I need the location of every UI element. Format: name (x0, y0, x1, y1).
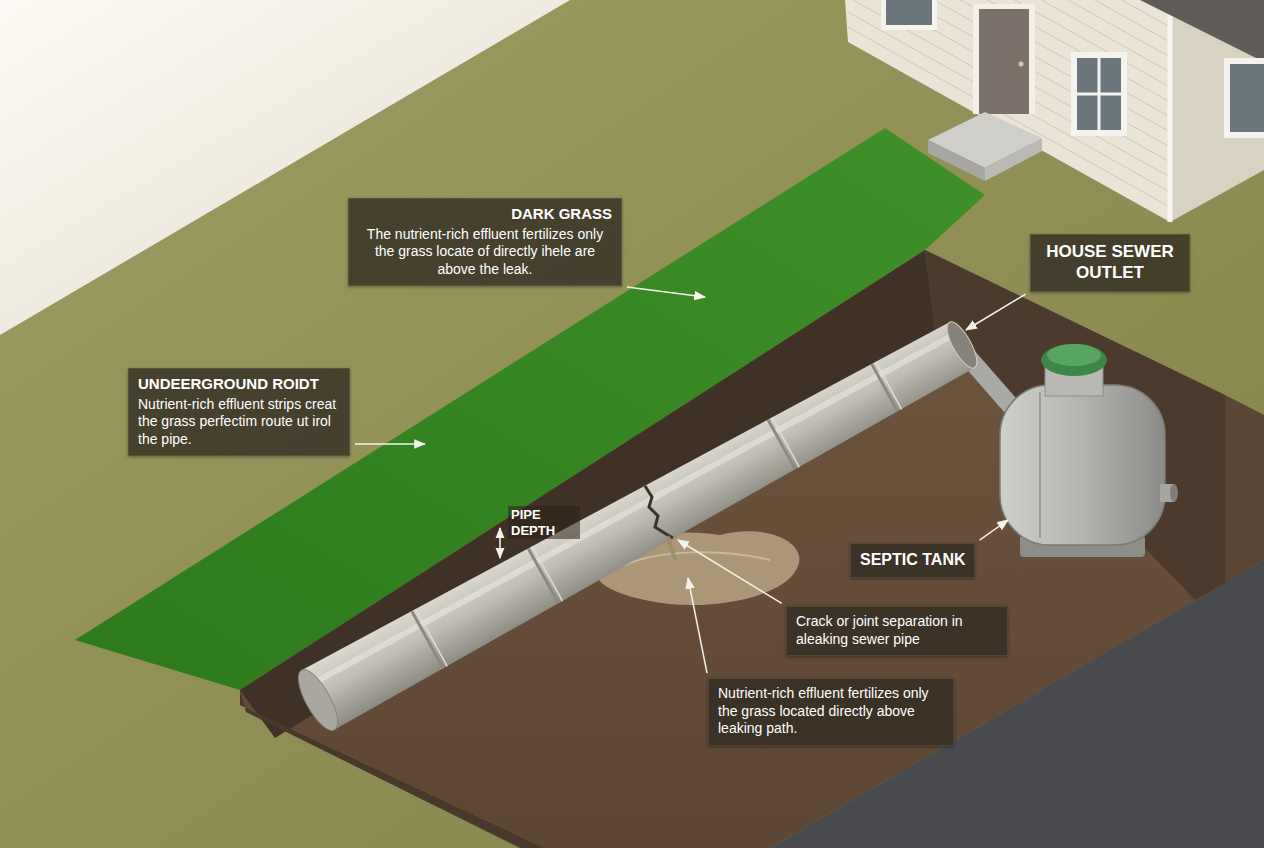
pipe-open-end (942, 318, 983, 372)
callout-box: Crack or joint separation in aleaking se… (786, 606, 1008, 656)
callout-heading: SEPTIC TANK (860, 550, 965, 570)
sewer-pipe (302, 322, 975, 730)
tank-outlet-end (1170, 484, 1178, 502)
window-muntin (1077, 58, 1121, 130)
pipe-end-cap (291, 664, 345, 735)
house-siding (848, 0, 1170, 207)
house-window-glass (1077, 58, 1121, 130)
callout-box: SEPTIC TANK (850, 543, 975, 578)
pipe-crack (645, 486, 673, 538)
leader-line (966, 294, 1026, 330)
house-window-frame (1224, 58, 1264, 138)
tank-body (1000, 385, 1165, 545)
leader-group (355, 287, 1026, 673)
callout-text: Nutrient-rich effluent strips creat the … (138, 396, 340, 449)
leader-line (688, 578, 707, 673)
trench-floor (240, 250, 1225, 848)
dimension-label: PIPE DEPTH (508, 506, 580, 539)
tank-lid (1041, 344, 1107, 376)
callout-text: Nutrient-rich effluent fertilizes only t… (718, 685, 944, 738)
effluent-drip (668, 536, 676, 560)
house-corner-trim (1168, 0, 1173, 222)
puddle-shine (625, 552, 770, 565)
door-frame (973, 4, 1035, 114)
depth-arrow (499, 528, 501, 558)
callout-box: DARK GRASS The nutrient-rich effluent fer… (348, 198, 622, 286)
house-window-frame (881, 0, 937, 30)
house-window-glass (886, 0, 932, 25)
callout-box: Nutrient-rich effluent fertilizes only t… (708, 678, 954, 746)
leader-line (678, 540, 782, 603)
house-front-wall (845, 0, 1170, 222)
door-knob (1019, 62, 1024, 67)
callout-box: UNDEERGROUND ROIDT Nutrient-rich effluent… (128, 368, 350, 456)
leader-line (355, 443, 425, 445)
callout-box: HOUSE SEWER OUTLET (1030, 234, 1190, 292)
callout-text: The nutrient-rich effluent fertilizes on… (358, 226, 612, 279)
house-step-face (985, 138, 1042, 181)
callout-heading: HOUSE SEWER OUTLET (1040, 241, 1180, 284)
tank-rib (1040, 392, 1125, 538)
house-roof (1140, 0, 1264, 62)
house-step-face (928, 140, 985, 181)
tank-lid-top (1047, 344, 1101, 366)
leader-line (980, 520, 1008, 540)
trench-edge (240, 690, 545, 848)
leader-line (627, 287, 705, 297)
soil-cut-face (1225, 395, 1264, 583)
callout-heading: UNDEERGROUND ROIDT (138, 375, 340, 394)
house-door (979, 9, 1029, 114)
house-window-frame (1071, 52, 1127, 136)
callout-text: Crack or joint separation in aleaking se… (796, 613, 998, 648)
house-window-glass (1230, 64, 1264, 132)
callout-heading: DARK GRASS (358, 205, 612, 224)
